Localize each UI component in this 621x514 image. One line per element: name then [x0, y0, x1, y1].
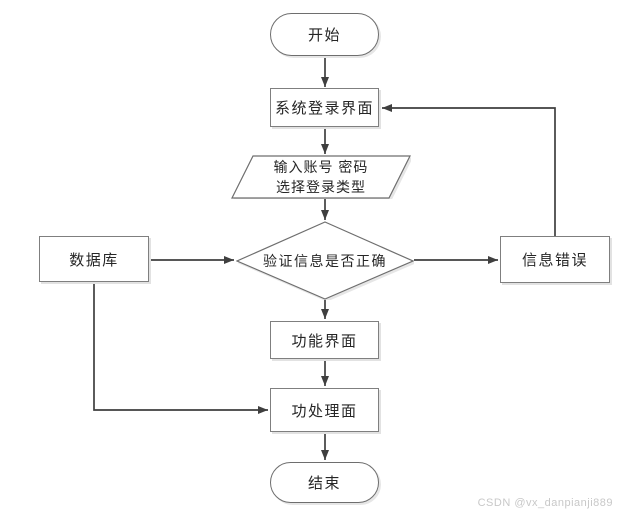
input-credentials-node: 输入账号 密码 选择登录类型	[231, 155, 411, 199]
start-label: 开始	[307, 27, 341, 44]
start-node: 开始	[270, 13, 379, 56]
function-screen-label: 功能界面	[291, 332, 358, 350]
database-label: 数据库	[69, 251, 119, 269]
function-screen-node: 功能界面	[270, 321, 379, 359]
input-credentials-label: 输入账号 密码 选择登录类型	[274, 157, 369, 197]
end-node: 结束	[270, 462, 379, 503]
login-screen-label: 系统登录界面	[274, 100, 374, 117]
database-node: 数据库	[39, 236, 149, 282]
error-info-node: 信息错误	[500, 236, 610, 283]
error-info-label: 信息错误	[521, 252, 588, 269]
watermark-text: CSDN @vx_danpianji889	[477, 497, 613, 509]
login-screen-node: 系统登录界面	[270, 88, 379, 127]
diamond-shape	[236, 221, 414, 300]
verify-decision-label: 验证信息是否正确	[263, 252, 387, 269]
verify-decision-node: 验证信息是否正确	[236, 221, 414, 300]
process-screen-node: 功处理面	[270, 388, 379, 432]
process-screen-label: 功处理面	[291, 402, 358, 420]
end-label: 结束	[307, 475, 341, 492]
input-credentials-line2: 选择登录类型	[275, 179, 366, 195]
input-credentials-line1: 输入账号 密码	[273, 159, 369, 175]
connector-database-process	[93, 282, 268, 414]
parallelogram-shape	[231, 155, 411, 199]
